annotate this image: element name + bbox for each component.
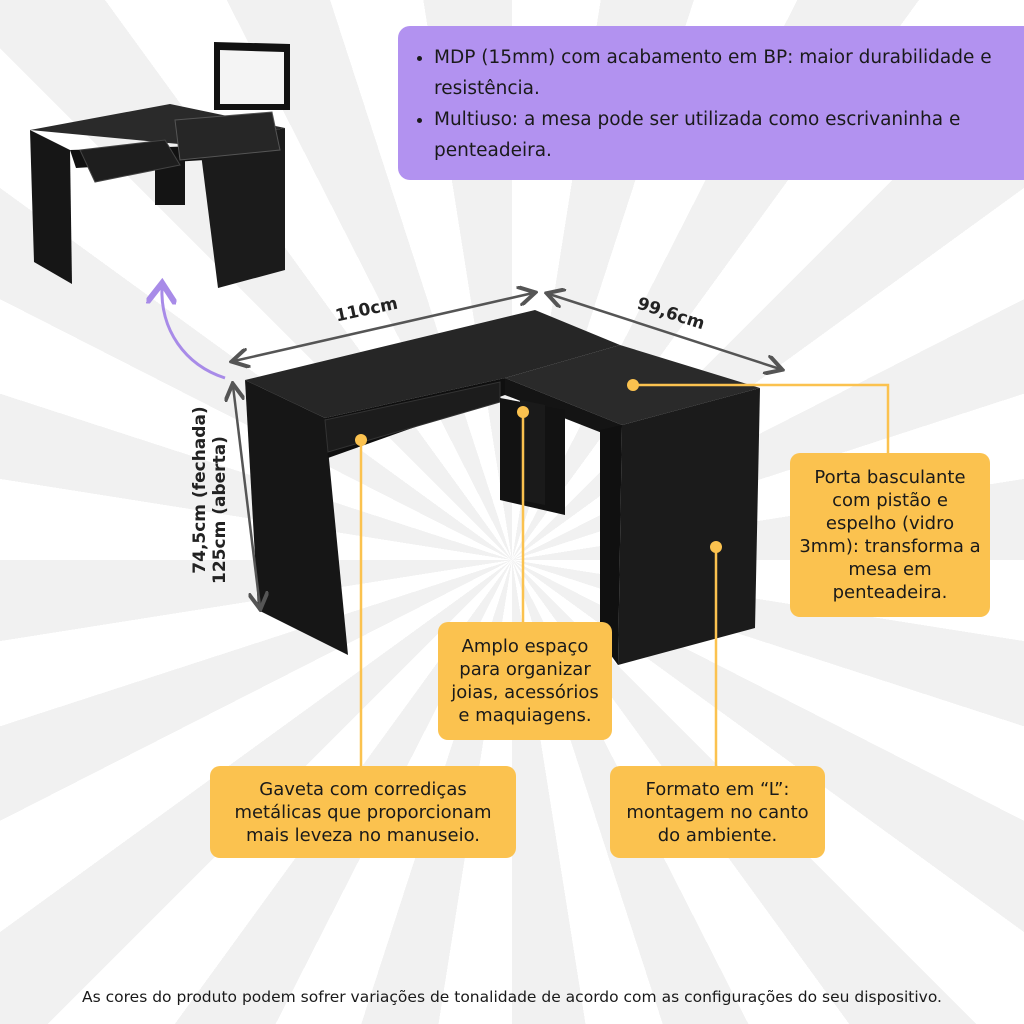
width-arrow bbox=[234, 293, 533, 361]
callout-drawer: Gaveta com corrediças metálicas que prop… bbox=[210, 766, 516, 858]
height-open-label: 125cm (aberta) bbox=[210, 436, 230, 584]
l-desk-illustration bbox=[245, 310, 760, 665]
curved-arrow-icon bbox=[162, 286, 226, 380]
callout-door: Porta basculante com pistão e espelho (v… bbox=[790, 453, 990, 617]
feature-item: Multiuso: a mesa pode ser utilizada como… bbox=[434, 104, 1018, 166]
depth-arrow bbox=[549, 294, 780, 369]
height-arrow bbox=[233, 386, 260, 607]
disclaimer: As cores do produto podem sofrer variaçõ… bbox=[82, 988, 942, 1006]
height-closed-label: 74,5cm (fechada) bbox=[190, 406, 210, 574]
feature-item: MDP (15mm) com acabamento em BP: maior d… bbox=[434, 42, 1018, 104]
open-desk-thumbnail bbox=[30, 42, 290, 288]
leader-lines bbox=[359, 383, 890, 766]
features-panel: MDP (15mm) com acabamento em BP: maior d… bbox=[398, 26, 1024, 180]
leader-dots bbox=[355, 379, 722, 553]
callout-shape: Formato em “L”: montagem no canto do amb… bbox=[610, 766, 825, 858]
callout-storage: Amplo espaço para organizar joias, acess… bbox=[438, 622, 612, 740]
